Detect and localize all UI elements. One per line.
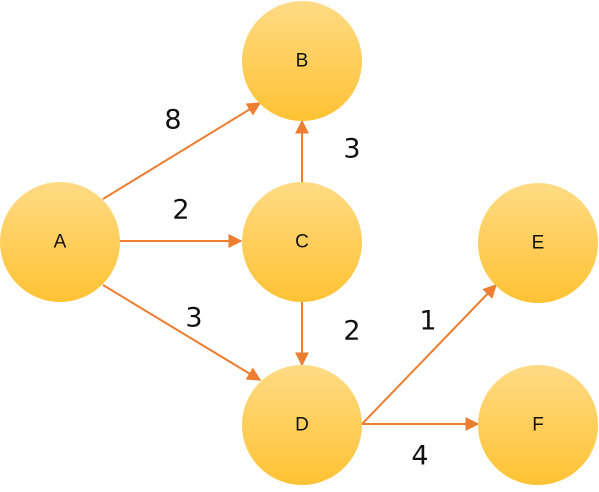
weight-a-c: 2 [172, 195, 189, 226]
node-c: C [242, 182, 362, 302]
weight-a-b: 8 [164, 105, 181, 136]
weight-c-d: 2 [343, 316, 360, 347]
node-b: B [242, 1, 362, 121]
weight-a-d: 3 [185, 303, 202, 334]
edges-layer [102, 102, 497, 431]
node-a-label: A [54, 232, 67, 253]
edge-a-b [102, 102, 262, 200]
node-f-label: F [532, 415, 544, 436]
edge-a-d [102, 284, 262, 381]
weight-d-f: 4 [411, 441, 428, 472]
node-e-label: E [532, 233, 545, 254]
weights-layer: 8 2 3 3 2 1 4 [164, 105, 436, 472]
weight-c-b: 3 [343, 134, 360, 165]
node-c-label: C [295, 232, 309, 253]
node-e: E [478, 183, 598, 303]
node-d-label: D [295, 415, 309, 436]
node-f: F [478, 365, 598, 485]
weight-d-e: 1 [419, 306, 436, 337]
node-b-label: B [296, 51, 309, 72]
node-a: A [0, 182, 120, 302]
edge-d-e [361, 283, 497, 425]
node-d: D [242, 365, 362, 485]
